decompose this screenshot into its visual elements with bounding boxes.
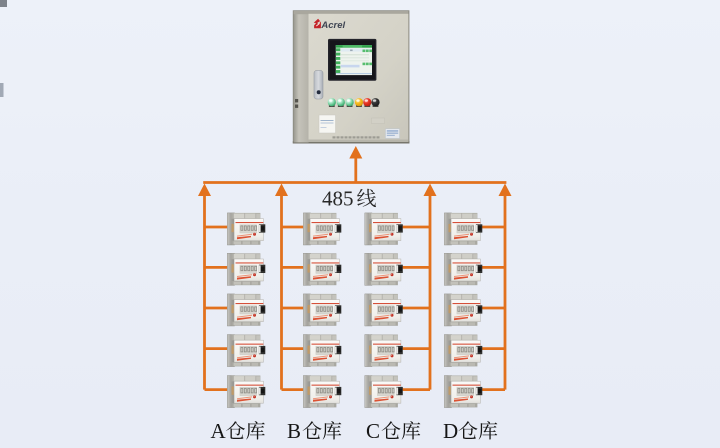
svg-text:Acrel: Acrel	[320, 20, 345, 31]
svg-text:A: A	[211, 419, 227, 443]
svg-text:B: B	[287, 419, 301, 443]
svg-text:C: C	[366, 419, 380, 443]
svg-text:485: 485	[322, 187, 354, 211]
svg-text:D: D	[443, 419, 458, 443]
